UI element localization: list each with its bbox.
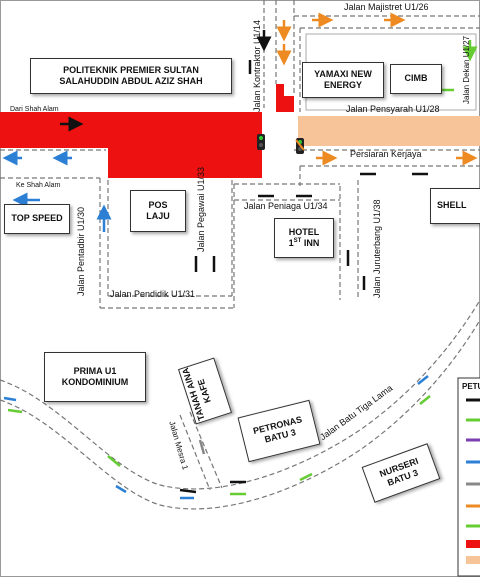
- pos-laju-building: POS LAJU: [130, 190, 186, 232]
- road-label-jurutera: Jalan Juruterbang U1/38: [372, 199, 382, 298]
- arrow-orange-icon: [295, 139, 305, 151]
- arrow-green-icon: [419, 395, 431, 405]
- road-edges: [0, 0, 480, 309]
- arrow-blue-icon: [3, 396, 17, 402]
- road-label-kontraktor: Jalan Kontraktor U1/14: [252, 19, 262, 112]
- closed-road-segments: [0, 84, 294, 178]
- road-label-peniaga: Jalan Peniaga U1/34: [244, 201, 328, 211]
- road-label-majistret: Jalan Majistret U1/26: [344, 2, 429, 12]
- traffic-light-icon: [257, 134, 265, 150]
- legend-alt-swatch-icon: [466, 556, 480, 564]
- road-label-dari-shah-alam: Dari Shah Alam: [10, 106, 59, 113]
- route-arrows: [2, 12, 478, 500]
- cimb-building: CIMB: [390, 64, 442, 94]
- alternative-route-zone: [298, 116, 480, 146]
- arrow-blue-icon: [115, 484, 127, 494]
- closed-road-main-west: [0, 112, 262, 148]
- closed-road-kontraktor-a: [276, 84, 284, 112]
- road-label-pegawai: Jalan Pegawai U1/33: [196, 166, 206, 252]
- batu-tiga-road: [0, 299, 480, 510]
- road-label-dekan: Jalan Dekan U1/27: [462, 35, 471, 104]
- road-label-pentadbir: Jalan Pentadbir U1/30: [76, 206, 86, 296]
- yamaxi-building: YAMAXI NEW ENERGY: [302, 62, 384, 98]
- arrow-blue-icon: [417, 375, 429, 385]
- politeknik-building: POLITEKNIK PREMIER SULTAN SALAHUDDIN ABD…: [30, 58, 232, 94]
- hotel-building: HOTEL 1ST INN: [274, 218, 334, 258]
- arrow-black-icon: [179, 488, 197, 494]
- shell-building: SHELL: [430, 188, 480, 224]
- road-label-pensyarah: Jalan Pensyarah U1/28: [346, 104, 440, 114]
- arrow-green-icon: [7, 408, 23, 414]
- top-speed-building: TOP SPEED: [4, 204, 70, 234]
- legend-title: PETU: [462, 382, 480, 391]
- arrow-grey-icon: [198, 439, 206, 455]
- mesra-road: [179, 411, 223, 491]
- arrow-green-icon: [299, 472, 313, 482]
- legend-panel: [457, 377, 480, 577]
- prima-building: PRIMA U1 KONDOMINIUM: [44, 352, 146, 402]
- road-label-pendidik: Jalan Pendidik U1/31: [110, 289, 196, 299]
- closed-road-lower-west: [108, 148, 262, 178]
- road-label-persiaran: Persiaran Kerjaya: [350, 149, 422, 159]
- closed-road-kontraktor-b: [284, 96, 294, 112]
- legend-closed-swatch-icon: [466, 540, 480, 548]
- road-label-ke-shah-alam: Ke Shah Alam: [16, 182, 61, 189]
- arrow-green-icon: [107, 455, 121, 467]
